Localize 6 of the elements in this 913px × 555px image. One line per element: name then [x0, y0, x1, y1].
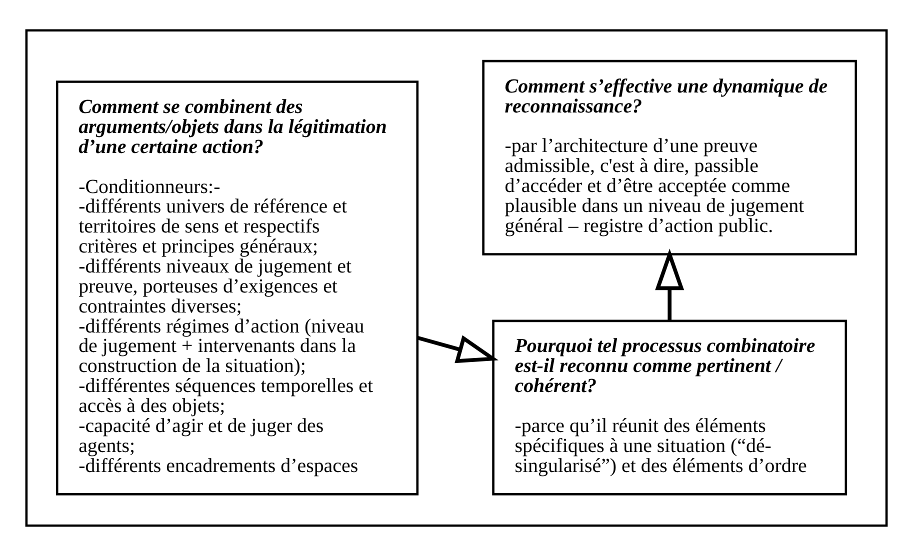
arrow — [417, 334, 498, 363]
arrow — [655, 248, 684, 320]
node-box: Comment se combinent des arguments/objets dans la légitimation d’une certaine action? -Conditionneurs:- -différents univers de référence et territoires de sens et respectifs critères et principes généraux; -différents niveaux de jugement et preuve, porteuses d’exigences et contraintes diverses; -différents régimes d’action (niveau de jugement + intervenants dans la construction de la situation); -différentes séquences temporelles et accès à des objets; -capacité d’agir et de juger des agents; -différents encadrements d’espaces — [56, 80, 419, 495]
node-box: Pourquoi tel processus combinatoire est-il reconnu comme pertinent / cohérent? -parce qu’il réunit des éléments spécifiques à une situation (“dé-singularisé”) et des éléments d’ordre — [492, 319, 848, 495]
cluster — [25, 28, 888, 526]
node-box: Comment s’effective une dynamique de reconnaissance? -par l’architecture d’une preuve admissible, c'est à dire, passible d’accéder et d’être acceptée comme plausible dans un niveau de jugement général – registre d’action public. — [482, 59, 858, 255]
